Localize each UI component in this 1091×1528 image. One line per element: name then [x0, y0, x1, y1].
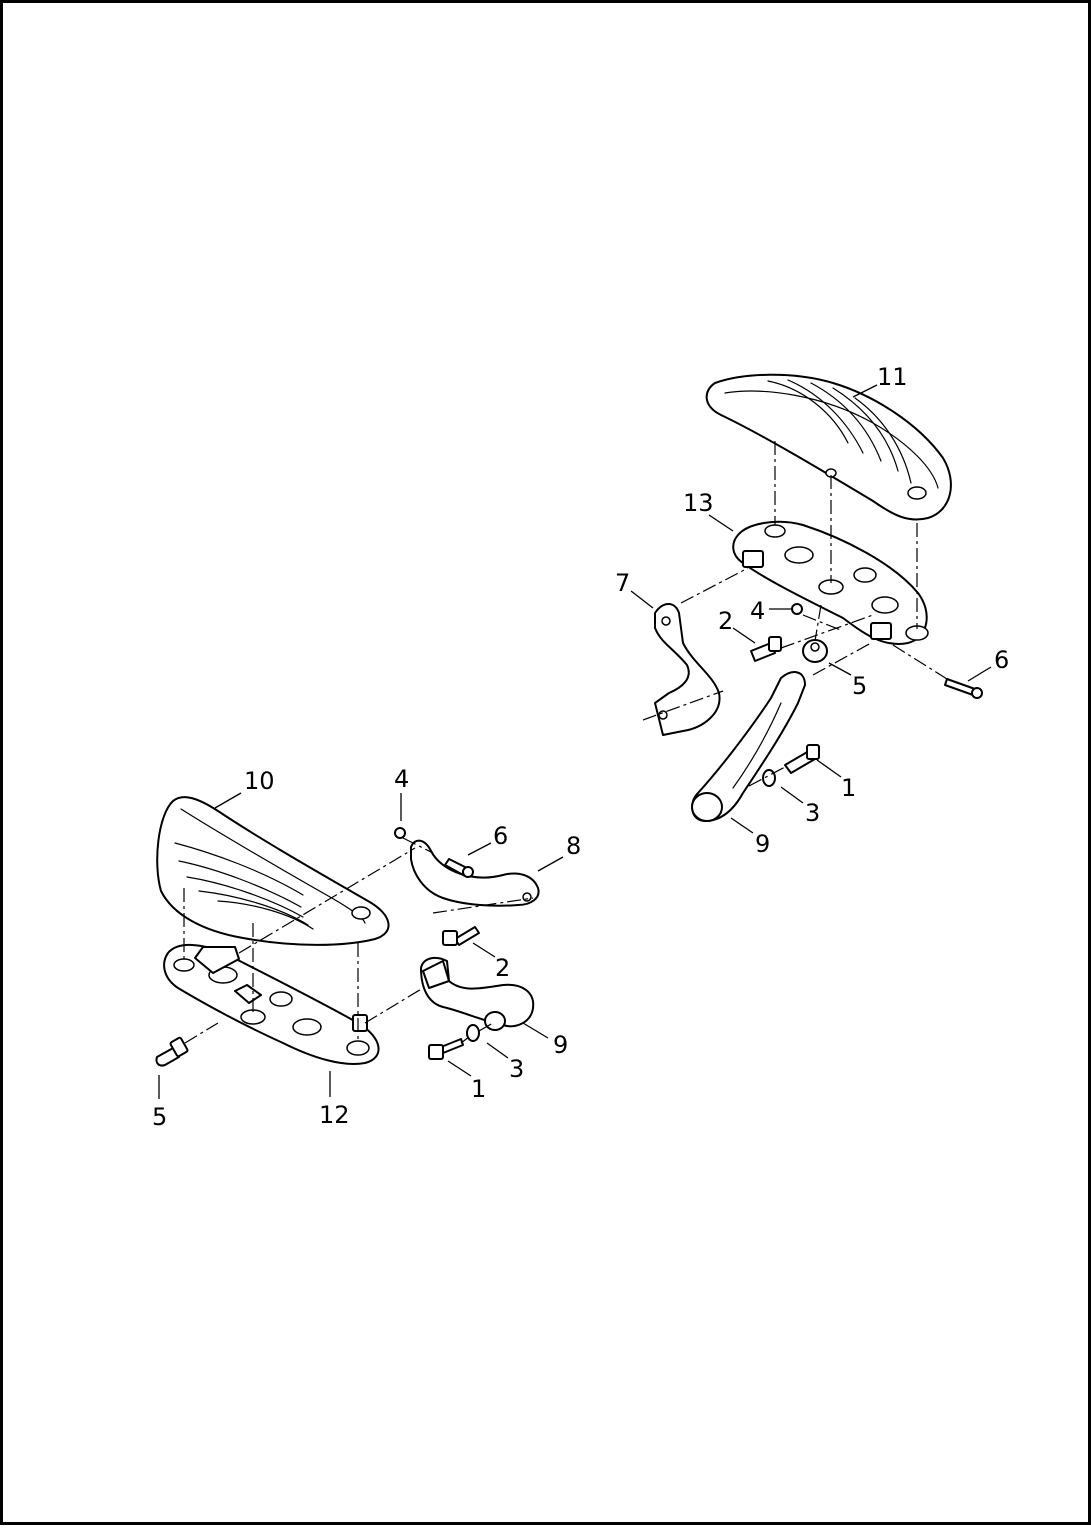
- callout-4-upper: 4: [750, 597, 765, 625]
- footboard-bracket-upper: [732, 520, 929, 645]
- leaders-lower: [158, 792, 564, 1099]
- callout-12: 12: [319, 1101, 350, 1129]
- footboard-pad-upper: [705, 373, 952, 521]
- callout-8: 8: [566, 832, 581, 860]
- footboard-pad-lower: [156, 796, 390, 946]
- pin-upper-6: [944, 678, 983, 699]
- callout-9-lower: 9: [553, 1031, 568, 1059]
- callout-9-upper: 9: [755, 830, 770, 858]
- callout-2-upper: 2: [718, 607, 733, 635]
- callout-1-lower: 1: [471, 1075, 486, 1103]
- callout-4-lower: 4: [394, 765, 409, 793]
- mount-arm-upper: [654, 603, 721, 736]
- nut-lower-4: [394, 827, 406, 839]
- callout-6-upper: 6: [994, 646, 1009, 674]
- bolt-lower-1: [428, 1038, 464, 1060]
- assembly-lines-upper: [642, 441, 948, 787]
- callout-11: 11: [877, 363, 908, 391]
- upper-assembly: 11 13 7 2 4 5 6 1 3 9: [615, 363, 1009, 858]
- callout-13: 13: [683, 489, 714, 517]
- footboard-bracket-lower: [163, 943, 380, 1065]
- leaders-upper: [630, 384, 992, 834]
- pivot-arm-upper: [691, 671, 806, 822]
- callout-3-upper: 3: [805, 799, 820, 827]
- callout-5-upper: 5: [852, 672, 867, 700]
- exploded-parts-diagram: 11 13 7 2 4 5 6 1 3 9: [152, 363, 1009, 1131]
- callout-2-lower: 2: [495, 954, 510, 982]
- callout-5-lower: 5: [152, 1103, 167, 1131]
- callout-1-upper: 1: [841, 774, 856, 802]
- callout-10: 10: [244, 767, 275, 795]
- nut-upper-4: [791, 603, 803, 615]
- lower-assembly: 10 4 6 8 2 9 3 1 5 12: [152, 765, 581, 1131]
- bolt-lower-2: [442, 926, 480, 946]
- pivot-arm-lower: [420, 956, 535, 1031]
- callout-3-lower: 3: [509, 1055, 524, 1083]
- washer-upper-3: [762, 769, 776, 787]
- mount-arm-lower-8: [410, 839, 540, 907]
- grommet-upper-5: [802, 639, 828, 663]
- bolt-upper-2: [750, 636, 782, 662]
- callout-6-lower: 6: [493, 822, 508, 850]
- washer-lower-3: [466, 1024, 480, 1042]
- grommet-lower-5: [155, 1036, 189, 1067]
- assembly-lines-lower: [183, 837, 534, 1044]
- callout-7: 7: [615, 569, 630, 597]
- pin-lower-6: [444, 858, 474, 878]
- bolt-upper-1: [784, 744, 820, 774]
